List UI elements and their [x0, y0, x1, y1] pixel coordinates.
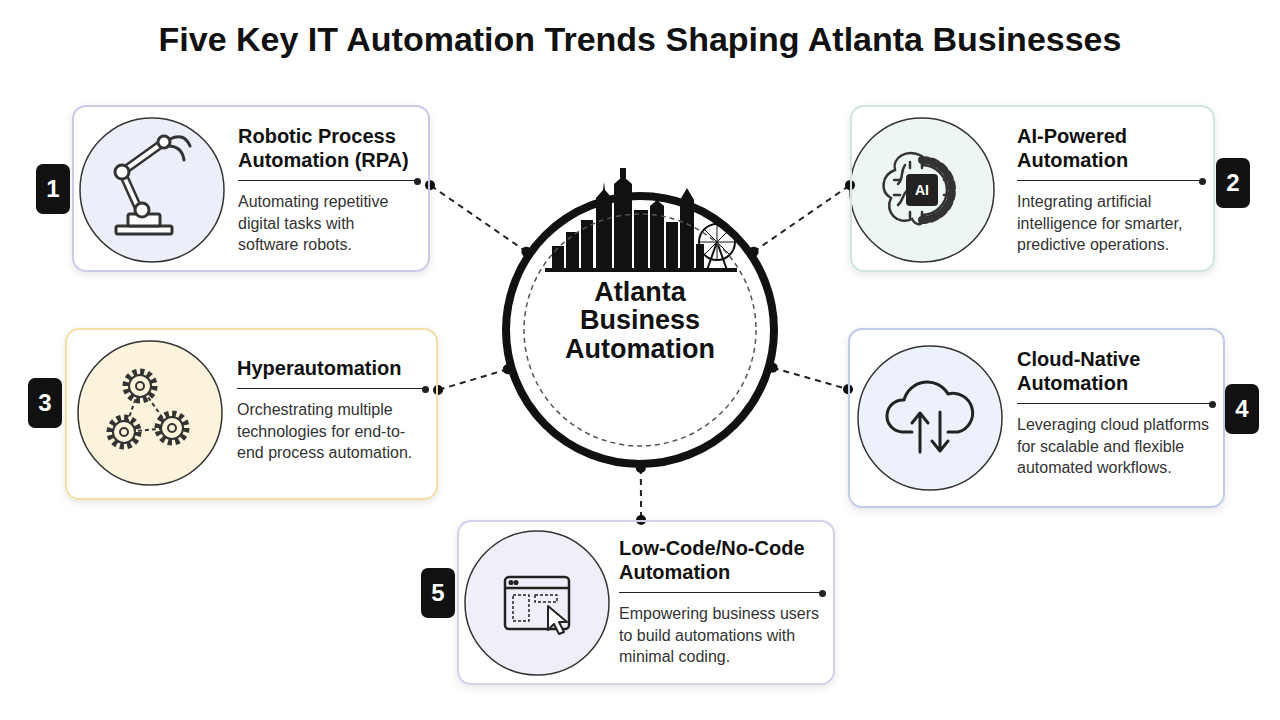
card-description: Leveraging cloud platforms for scalable …	[1017, 414, 1213, 479]
card-description: Orchestrating multiple technologies for …	[237, 399, 426, 464]
icon-circle	[78, 341, 222, 485]
card-heading: Cloud-Native Automation	[1017, 347, 1213, 404]
diagram-title: Five Key IT Automation Trends Shaping At…	[0, 20, 1280, 59]
connector-dot	[433, 385, 443, 395]
hub-inner-ring	[524, 214, 756, 446]
atlanta-skyline	[545, 168, 737, 272]
chip-label: AI	[906, 174, 938, 206]
trend-card: Cloud-Native AutomationLeveraging cloud …	[848, 328, 1225, 508]
card-text-box: HyperautomationOrchestrating multiple te…	[237, 356, 426, 464]
hub-label: Atlanta Business Automation	[550, 278, 730, 363]
connector-line	[640, 468, 642, 520]
callout-number: 4	[1225, 384, 1259, 434]
card-text-box: Robotic Process Automation (RPA) Automati…	[238, 124, 418, 256]
hub-text-box: Atlanta Business Automation	[502, 278, 778, 363]
card-description: Integrating artificial intelligence for …	[1017, 191, 1203, 256]
trend-card: Low-Code/No-Code AutomationEmpowering bu…	[457, 520, 835, 685]
card-heading: Hyperautomation	[237, 356, 426, 389]
dashed-connector	[425, 180, 531, 256]
dashed-connector	[433, 364, 513, 395]
callout-number: 2	[1216, 158, 1250, 208]
trend-card: Robotic Process Automation (RPA) Automati…	[72, 105, 430, 272]
cloud-icon	[887, 382, 973, 452]
icon-circle	[850, 118, 994, 262]
trend-card: HyperautomationOrchestrating multiple te…	[65, 328, 438, 500]
hub-ring	[506, 196, 774, 464]
connector-line	[773, 368, 848, 389]
card-heading: Robotic Process Automation (RPA)	[238, 124, 418, 181]
callout-number: 1	[36, 164, 70, 214]
icon-circle	[858, 346, 1002, 490]
dashed-connector	[636, 463, 646, 525]
connector-dot	[425, 180, 435, 190]
connector-line	[430, 185, 526, 251]
gears-icon	[110, 372, 186, 446]
card-text-box: AI-Powered AutomationIntegrating artific…	[1017, 124, 1203, 256]
icon-circle	[80, 118, 224, 262]
icon-circle	[465, 531, 609, 675]
dashed-connector	[749, 180, 855, 256]
card-heading: AI-Powered Automation	[1017, 124, 1203, 181]
callout-number: 3	[28, 378, 62, 428]
trend-card: AI-Powered AutomationIntegrating artific…	[850, 105, 1215, 272]
callout-number: 5	[421, 568, 455, 618]
dashed-connector	[768, 363, 853, 394]
card-description: Empowering business users to build autom…	[619, 603, 823, 668]
hub-circle: Atlanta Business Automation	[502, 192, 778, 468]
connector-line	[754, 185, 850, 251]
robot-arm-icon	[115, 136, 190, 234]
window-icon	[505, 577, 569, 634]
card-text-box: Cloud-Native AutomationLeveraging cloud …	[1017, 347, 1213, 479]
connector-line	[438, 369, 508, 390]
card-text-box: Low-Code/No-Code AutomationEmpowering bu…	[619, 536, 823, 668]
card-heading: Low-Code/No-Code Automation	[619, 536, 823, 593]
ai-icon	[884, 153, 952, 224]
card-description: Automating repetitive digital tasks with…	[238, 191, 418, 256]
icon-circles	[78, 118, 1002, 675]
